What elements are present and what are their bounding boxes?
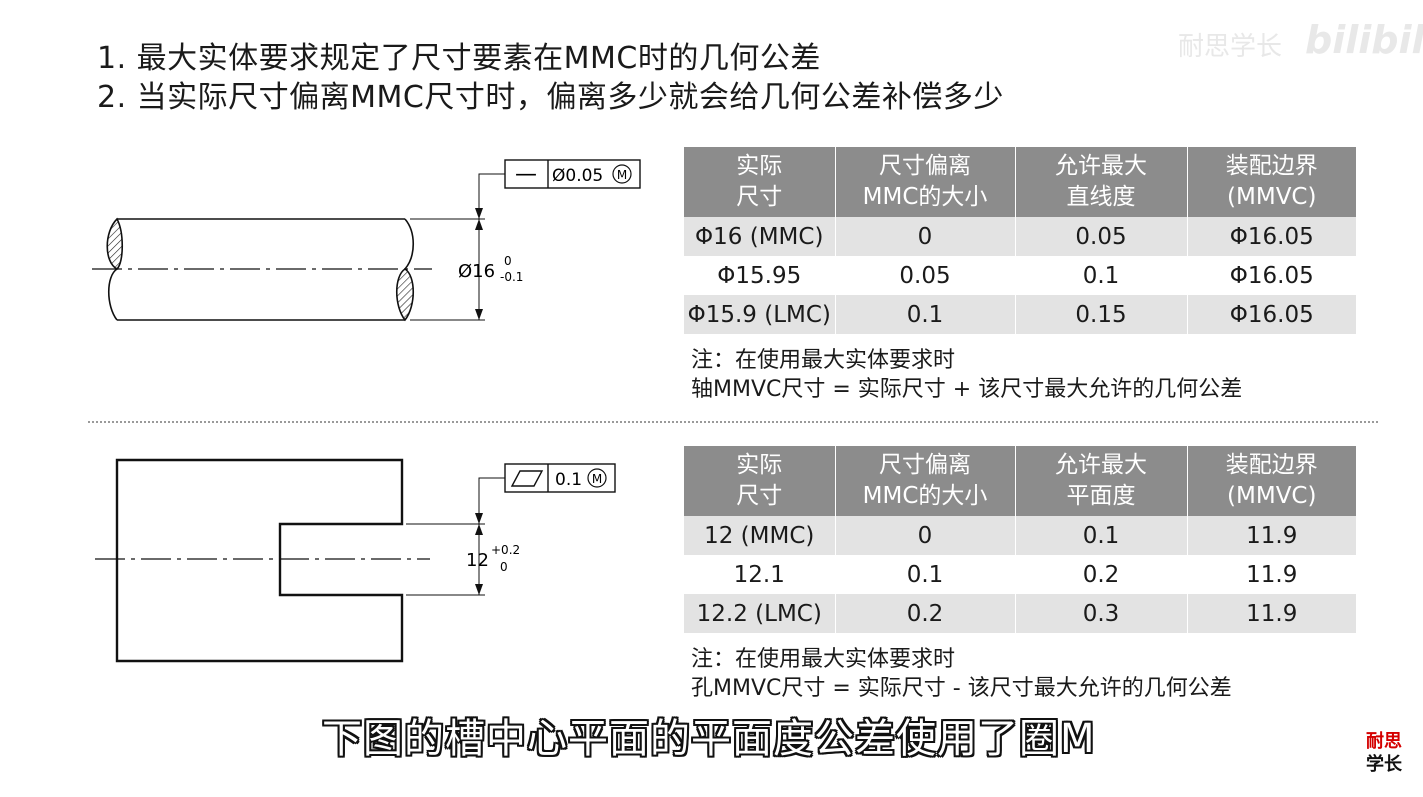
table-cell: 11.9 [1187,555,1356,594]
watermark-text: 耐思学长 [1178,32,1283,62]
table-cell: 12.2 (LMC) [684,594,836,633]
table-cell: Φ16.05 [1187,256,1356,295]
heading-line-1: 1. 最大实体要求规定了尺寸要素在MMC时的几何公差 [97,41,821,76]
section-divider [88,421,1378,423]
table-cell: 0 [835,217,1016,256]
table-cell: 0.2 [835,594,1016,633]
slot-outline [115,458,404,663]
table-row: 12 (MMC) 0 0.1 11.9 [684,516,1356,555]
shaft-dim-nominal: Ø16 [458,261,495,282]
table-cell: 0.1 [1015,516,1188,555]
table-cell: 11.9 [1187,516,1356,555]
slot-drawing: 0.1 M 12 +0.2 0 [95,458,616,663]
table-row: 12.1 0.1 0.2 11.9 [684,555,1356,594]
shaft-fcf [504,159,641,189]
table-cell: 11.9 [1187,594,1356,633]
flatness-icon [510,470,544,487]
table-cell: 0.1 [835,295,1016,334]
logo-line-1: 耐思 [1366,731,1402,752]
table-cell: Φ15.95 [684,256,836,295]
table-row: 12.2 (LMC) 0.2 0.3 11.9 [684,594,1356,633]
table-cell: Φ16.05 [1187,295,1356,334]
note-2-line-1: 注：在使用最大实体要求时 [691,647,956,672]
table-cell: 0.2 [1015,555,1188,594]
header-actual-size: 实际尺寸 [684,446,836,516]
header-mmvc: 装配边界(MMVC) [1187,446,1356,516]
table-cell: 0.15 [1015,295,1188,334]
table-cell: 0.1 [835,555,1016,594]
slot-mmc-modifier-circle [587,468,607,488]
note-1-line-1: 注：在使用最大实体要求时 [691,348,956,373]
slot-mmc-modifier-text: M [592,472,602,486]
table-row: Φ15.95 0.05 0.1 Φ16.05 [684,256,1356,295]
table-row: Φ15.9 (LMC) 0.1 0.15 Φ16.05 [684,295,1356,334]
table-cell: 12 (MMC) [684,516,836,555]
table-cell: Φ15.9 (LMC) [684,295,836,334]
table-cell: 0.05 [835,256,1016,295]
shaft-dim-lower: -0.1 [500,270,523,284]
slot-dim-lower: 0 [500,560,508,574]
shaft-right-break [395,268,415,322]
note-2: 注：在使用最大实体要求时 孔MMVC尺寸 = 实际尺寸 - 该尺寸最大允许的几何… [691,645,1232,703]
note-1-line-2: 轴MMVC尺寸 = 实际尺寸 + 该尺寸最大允许的几何公差 [691,377,1243,402]
note-2-line-2: 孔MMVC尺寸 = 实际尺寸 - 该尺寸最大允许的几何公差 [691,676,1232,701]
logo-line-2: 学长 [1366,754,1402,775]
header-max-flatness: 允许最大平面度 [1015,446,1188,516]
note-1: 注：在使用最大实体要求时 轴MMVC尺寸 = 实际尺寸 + 该尺寸最大允许的几何… [691,346,1242,404]
heading-line-2: 2. 当实际尺寸偏离MMC尺寸时，偏离多少就会给几何公差补偿多少 [97,80,1004,115]
header-mmvc: 装配边界(MMVC) [1187,147,1356,217]
mmc-modifier-text: M [617,168,627,182]
table-cell: 0.05 [1015,217,1188,256]
table-cell: 0 [835,516,1016,555]
mmc-modifier-circle [612,164,632,184]
header-actual-size: 实际尺寸 [684,147,836,217]
channel-logo: 耐思 学长 [1366,730,1402,776]
table-cell: 12.1 [684,555,836,594]
table-cell: 0.3 [1015,594,1188,633]
shaft-drawing: — Ø0.05 M Ø16 0 -0.1 [92,159,641,322]
header-max-straightness: 允许最大直线度 [1015,147,1188,217]
straightness-symbol: — [515,162,537,187]
bilibili-logo: bilibili [1305,18,1423,62]
slot-fcf-tolerance: 0.1 [555,470,582,490]
shaft-outline [117,218,405,321]
table-cell: 0.1 [1015,256,1188,295]
slot-dim-nominal: 12 [466,550,489,571]
shaft-dim-upper: 0 [504,254,512,268]
table-row: Φ16 (MMC) 0 0.05 Φ16.05 [684,217,1356,256]
slot-dim-upper: +0.2 [491,543,520,557]
table-cell: Φ16.05 [1187,217,1356,256]
table-cell: Φ16 (MMC) [684,217,836,256]
video-subtitle: 下图的槽中心平面的平面度公差使用了圈M [322,716,1096,762]
shaft-fcf-tolerance: Ø0.05 [552,166,603,186]
